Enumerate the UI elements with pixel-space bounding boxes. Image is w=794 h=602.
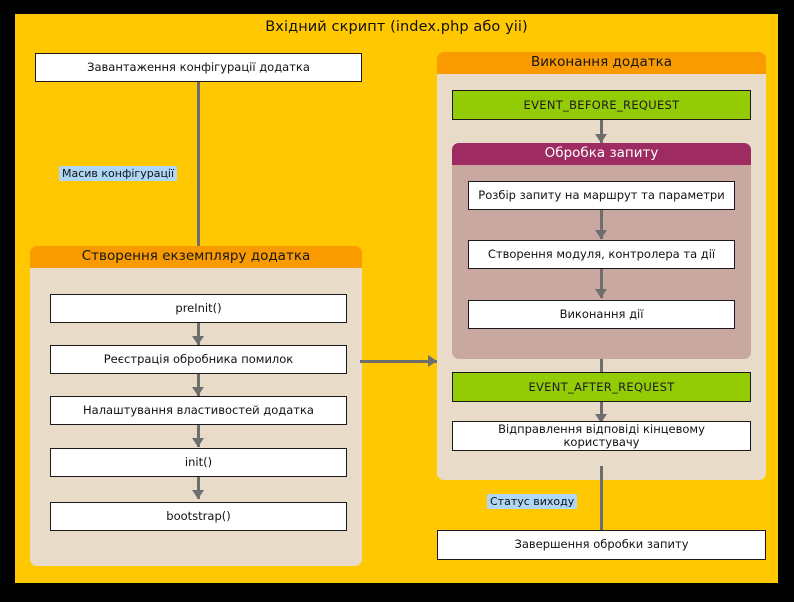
step-run-action-box[interactable]: Виконання дії bbox=[468, 300, 735, 329]
event-before-request-box[interactable]: EVENT_BEFORE_REQUEST bbox=[452, 90, 751, 120]
load-config-box[interactable]: Завантаження конфігурації додатка bbox=[35, 53, 362, 82]
connector-create-to-run bbox=[600, 269, 603, 298]
connector-init-to-bootstrap-arrowhead bbox=[192, 490, 204, 499]
request-complete-box[interactable]: Завершення обробки запиту bbox=[437, 530, 766, 560]
connector-parse-to-create-arrowhead bbox=[595, 230, 607, 239]
connector-parse-to-create bbox=[600, 210, 603, 239]
app-execution-group-header: Виконання додатка bbox=[437, 52, 766, 74]
connector-preinit-to-errorhandler-arrowhead bbox=[192, 336, 204, 345]
app-instance-group-header: Створення екземпляру додатка bbox=[30, 246, 362, 268]
diagram-title: Вхідний скрипт (index.php або yii) bbox=[265, 19, 528, 35]
send-response-box[interactable]: Відправлення відповіді кінцевому користу… bbox=[452, 421, 751, 451]
connector-create-to-run-arrowhead bbox=[595, 289, 607, 298]
step-bootstrap-box[interactable]: bootstrap() bbox=[50, 502, 347, 531]
connector-before-to-processing bbox=[600, 120, 603, 143]
step-create-module-controller-action-box[interactable]: Створення модуля, контролера та дії bbox=[468, 240, 735, 269]
connector-properties-to-init-arrowhead bbox=[192, 438, 204, 447]
step-app-properties-box[interactable]: Налаштування властивостей додатка bbox=[50, 396, 347, 425]
connector-execution-to-final bbox=[600, 466, 603, 539]
step-init-box[interactable]: init() bbox=[50, 448, 347, 477]
connector-after-to-response bbox=[600, 402, 603, 423]
step-error-handler-box[interactable]: Реєстрація обробника помилок bbox=[50, 345, 347, 374]
connector-properties-to-init bbox=[197, 425, 200, 447]
edge-label-config-array: Масив конфігурації bbox=[59, 166, 178, 181]
connector-preinit-to-errorhandler bbox=[197, 323, 200, 345]
connector-before-to-processing-arrowhead bbox=[595, 134, 607, 143]
event-after-request-box[interactable]: EVENT_AFTER_REQUEST bbox=[452, 372, 751, 402]
request-processing-group-header: Обробка запиту bbox=[452, 143, 751, 165]
connector-config-to-instance bbox=[197, 82, 200, 248]
connector-init-to-bootstrap bbox=[197, 477, 200, 499]
step-preinit-box[interactable]: preInit() bbox=[50, 294, 347, 323]
connector-after-to-response-arrowhead bbox=[595, 414, 607, 423]
edge-label-exit-status: Статус виходу bbox=[487, 494, 578, 509]
connector-instance-to-execution-arrowhead bbox=[428, 355, 437, 367]
step-parse-request-box[interactable]: Розбір запиту на маршрут та параметри bbox=[468, 181, 735, 210]
connector-errorhandler-to-properties bbox=[197, 374, 200, 396]
entry-script-panel: Вхідний скрипт (index.php або yii) Заван… bbox=[15, 14, 778, 583]
connector-errorhandler-to-properties-arrowhead bbox=[192, 387, 204, 396]
connector-instance-to-execution bbox=[360, 360, 437, 363]
